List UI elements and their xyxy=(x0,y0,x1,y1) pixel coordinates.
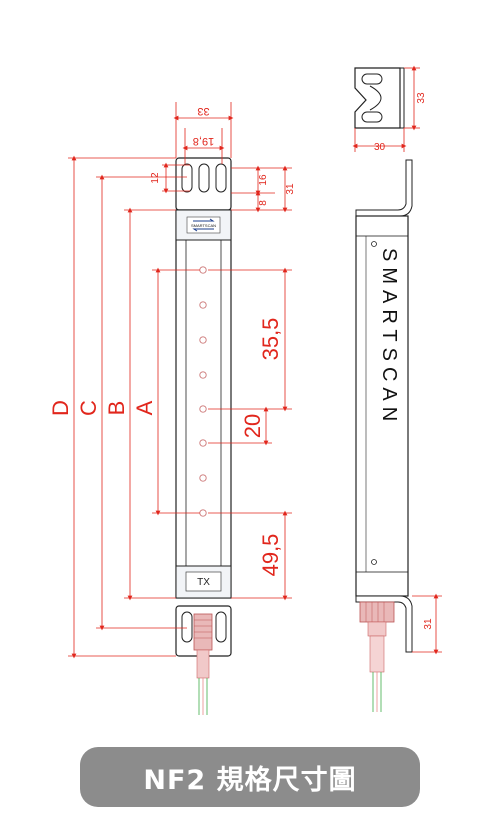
led-hole xyxy=(199,474,207,482)
dim-49-5: 49,5 xyxy=(258,534,283,577)
dim-bracket-30: 30 xyxy=(374,142,386,153)
dim-letter-d: D xyxy=(48,400,73,416)
dim-20-pitch: 20 xyxy=(240,414,265,438)
dim-16: 16 xyxy=(258,174,269,186)
top-mounting-bracket xyxy=(175,157,232,211)
bracket-outline xyxy=(354,67,401,129)
side-view: SMARTSCAN xyxy=(355,159,413,712)
dim-8: 8 xyxy=(258,200,269,206)
dim-bracket-33: 33 xyxy=(416,92,427,104)
tx-label: TX xyxy=(197,577,210,588)
dim-letter-c: C xyxy=(76,400,101,416)
front-dimensions xyxy=(68,102,292,659)
dim-letter-b: B xyxy=(104,401,129,416)
top-slot-center xyxy=(198,163,210,193)
dim-12: 12 xyxy=(150,172,161,184)
dim-19-8-slot: 19,8 xyxy=(193,135,214,147)
front-view: SMARTSCAN TX xyxy=(175,157,232,715)
led-hole xyxy=(199,439,207,447)
front-cable xyxy=(198,678,208,715)
sensor-body xyxy=(175,209,232,599)
led-hole xyxy=(199,371,207,379)
side-bottom-bracket xyxy=(355,595,413,653)
side-cable xyxy=(372,672,382,712)
led-hole xyxy=(199,301,207,309)
logo-arrow-icon xyxy=(192,218,215,232)
top-slot-left xyxy=(181,163,193,193)
dim-letter-a: A xyxy=(132,400,157,415)
caption-banner: NF2 規格尺寸圖 xyxy=(80,747,420,807)
side-dimensions xyxy=(412,593,442,655)
logo-text: SMARTSCAN xyxy=(191,223,216,228)
tx-label-box xyxy=(185,571,222,592)
dim-33-width: 33 xyxy=(197,105,209,117)
bracket-dimensions xyxy=(352,65,420,152)
caption-text: NF2 規格尺寸圖 xyxy=(143,764,357,796)
dim-35-5-pitch: 35,5 xyxy=(258,318,283,361)
side-body xyxy=(355,215,409,597)
led-holes xyxy=(199,266,207,517)
dim-31-top: 31 xyxy=(285,183,296,195)
bracket-top-view xyxy=(354,67,405,129)
dimension-drawing: SMARTSCAN TX xyxy=(48,65,442,715)
top-slot-right xyxy=(215,163,227,193)
brand-vertical-text: SMARTSCAN xyxy=(378,248,400,427)
led-hole xyxy=(199,405,207,413)
side-connector xyxy=(359,601,395,623)
dim-side-31: 31 xyxy=(423,618,434,630)
side-top-bracket xyxy=(355,159,413,217)
led-hole xyxy=(199,336,207,344)
